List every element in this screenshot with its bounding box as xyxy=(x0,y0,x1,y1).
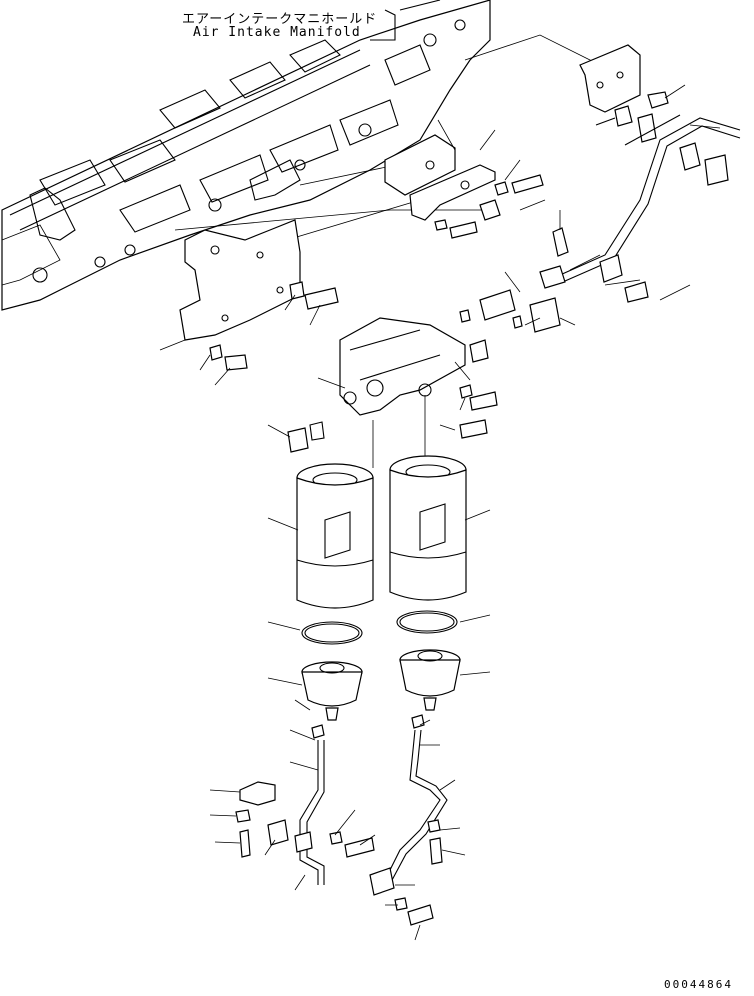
manifold-label-japanese: エアーインテークマニホールド xyxy=(182,12,378,27)
intake-manifold xyxy=(1,0,491,311)
bracket-upper-right xyxy=(579,44,686,146)
fuel-filter-left xyxy=(267,463,374,609)
drain-lines xyxy=(209,699,466,941)
bracket-middle xyxy=(384,119,641,286)
o-rings xyxy=(267,610,491,645)
filter-head xyxy=(267,271,576,468)
water-separator-bowls xyxy=(267,649,491,721)
fuel-filter-right xyxy=(389,455,491,601)
manifold-label-english: Air Intake Manifold xyxy=(193,25,361,40)
drawing-code: 00044864 xyxy=(664,978,733,991)
fuel-pipe-upper xyxy=(539,117,741,303)
mounting-bracket-left xyxy=(159,219,339,386)
